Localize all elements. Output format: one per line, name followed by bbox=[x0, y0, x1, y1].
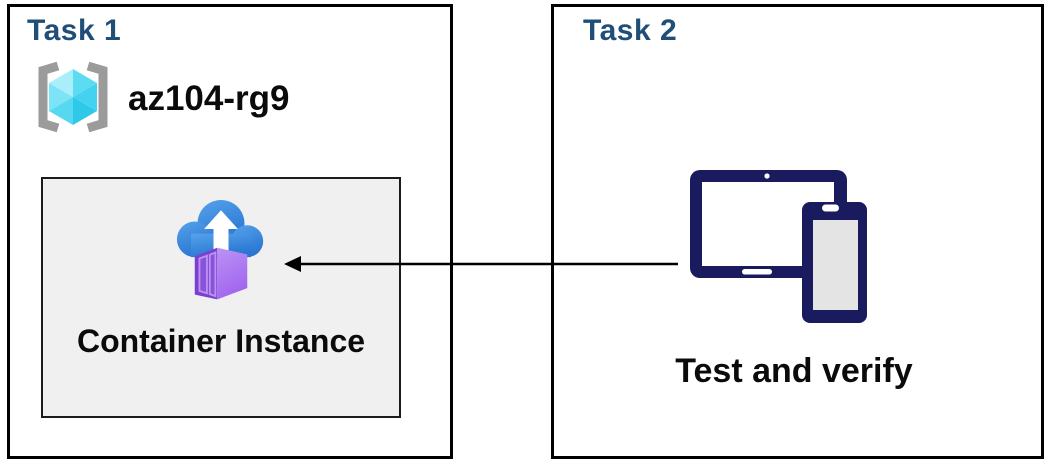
task2-title: Task 2 bbox=[583, 14, 678, 47]
task2-box: Task 2 Test and verify bbox=[551, 4, 1044, 459]
resource-group-name: az104-rg9 bbox=[128, 79, 290, 118]
resource-group-icon bbox=[38, 61, 108, 133]
task1-title: Task 1 bbox=[27, 14, 122, 47]
task2-label: Test and verify bbox=[675, 352, 913, 390]
flow-arrow bbox=[284, 256, 678, 272]
task1-box: Task 1 az104-rg9 bbox=[7, 4, 453, 459]
container-instance-icon bbox=[176, 199, 264, 300]
devices-icon bbox=[690, 170, 867, 323]
container-instance-box: Container Instance bbox=[41, 177, 401, 418]
container-instance-label: Container Instance bbox=[76, 323, 366, 359]
